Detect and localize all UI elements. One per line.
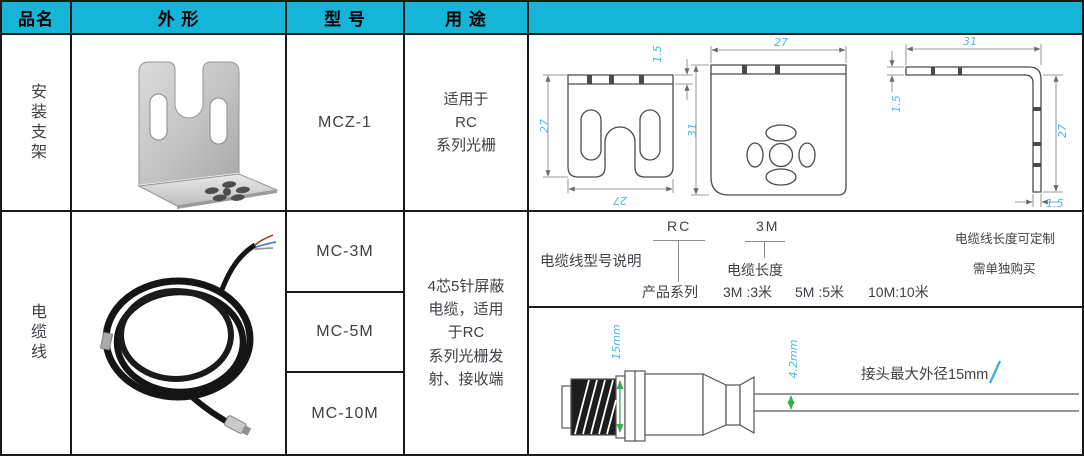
cable-usage-cell: 4芯5针屏蔽 电缆，适用 于RC 系列光栅发 射、接收端 [405, 212, 529, 454]
bracket-name-cell: 安装支架 [2, 35, 72, 212]
series-branch-line [653, 240, 705, 241]
dim-side-thickness-top: 1.5 [890, 95, 903, 113]
cable-usage-line: 于RC [447, 324, 485, 342]
cable-model-3m: MC-3M [316, 242, 374, 260]
dim-front-height: 27 [538, 119, 551, 133]
connector-dimension-drawing: 15mm 4.2mm 接头最大外径15mm [561, 324, 1079, 442]
length-option-10m: 10M:10米 [868, 284, 929, 300]
bracket-usage-cell: 适用于 RC 系列光栅 [405, 35, 529, 212]
cable-photo [99, 234, 277, 436]
length-label: 电缆长度 [727, 262, 783, 278]
length-branch-line [745, 241, 785, 242]
header-cell-model: 型 号 [287, 2, 405, 35]
cable-model-5m: MC-5M [316, 323, 374, 340]
cable-model-cell-5m: MC-5M [287, 293, 405, 373]
dim-cable-diameter: 4.2mm [787, 340, 800, 379]
header-label-usage: 用 途 [445, 10, 487, 29]
header-cell-product-name: 品名 [2, 2, 72, 35]
series-code: RC [667, 218, 692, 234]
cable-name: 电缆线 [28, 303, 45, 363]
header-cell-usage: 用 途 [405, 2, 529, 35]
cable-usage-line: 4芯5针屏蔽 [427, 277, 505, 295]
cable-model-cell-10m: MC-10M [287, 373, 405, 454]
cable-usage-line: 电缆，适用 [428, 301, 504, 319]
cable-usage-line: 系列光栅发 [428, 347, 504, 365]
cable-model-10m: MC-10M [311, 404, 379, 422]
header-label-appearance: 外 形 [157, 10, 200, 29]
custom-length-note: 电缆线长度可定制 [955, 232, 1056, 246]
bracket-photo [137, 61, 279, 209]
explanation-title: 电缆线型号说明 [540, 254, 642, 270]
dim-side-height: 27 [1056, 124, 1069, 138]
bracket-usage-line: 系列光栅 [435, 137, 496, 155]
header-label-model: 型 号 [324, 10, 366, 29]
bracket-usage-line: RC [455, 113, 477, 131]
dim-side-thickness-bottom: 1.5 [1046, 197, 1064, 210]
dim-front-width: 27 [613, 194, 627, 207]
cable-name-cell: 电缆线 [2, 212, 72, 454]
purchase-note: 需单独购买 [973, 262, 1036, 276]
series-drop-line [678, 240, 679, 282]
dim-connector-diameter: 15mm [610, 324, 623, 359]
header-cell-appearance: 外 形 [72, 2, 287, 35]
dim-back-height: 31 [686, 123, 699, 137]
length-option-5m: 5M :5米 [795, 284, 845, 300]
dim-back-width: 27 [774, 36, 788, 49]
bracket-photo-cell [72, 35, 287, 212]
cable-model-explanation: 电缆线型号说明 RC 产品系列 3M 电缆长度 3M :3米 5M :5米 10… [529, 212, 1082, 308]
cable-photo-cell [72, 212, 287, 454]
header-label-product-name: 品名 [18, 10, 54, 29]
length-code: 3M [756, 218, 780, 234]
cable-usage-line: 射、接收端 [428, 370, 504, 388]
connector-drawing-cell: 15mm 4.2mm 接头最大外径15mm [529, 308, 1082, 454]
bracket-model: MCZ-1 [318, 113, 372, 131]
series-label: 产品系列 [642, 284, 698, 300]
bracket-dimension-drawings: 27 27 1.5 27 31 31 1.5 27 1.5 [538, 35, 1069, 210]
length-option-3m: 3M :3米 [723, 284, 773, 300]
dim-side-width: 31 [963, 35, 977, 48]
header-cell-drawings [529, 2, 1082, 35]
dim-front-thickness: 1.5 [651, 45, 664, 63]
length-drop-line [764, 241, 765, 258]
bracket-usage-line: 适用于 [443, 90, 489, 108]
bracket-name: 安装支架 [28, 82, 45, 163]
bracket-drawings-cell: 27 27 1.5 27 31 31 1.5 27 1.5 [529, 35, 1082, 212]
bracket-model-cell: MCZ-1 [287, 35, 405, 212]
cable-model-cell-3m: MC-3M [287, 212, 405, 293]
caption-slash-mark [988, 360, 1002, 384]
connector-caption: 接头最大外径15mm [861, 366, 988, 383]
